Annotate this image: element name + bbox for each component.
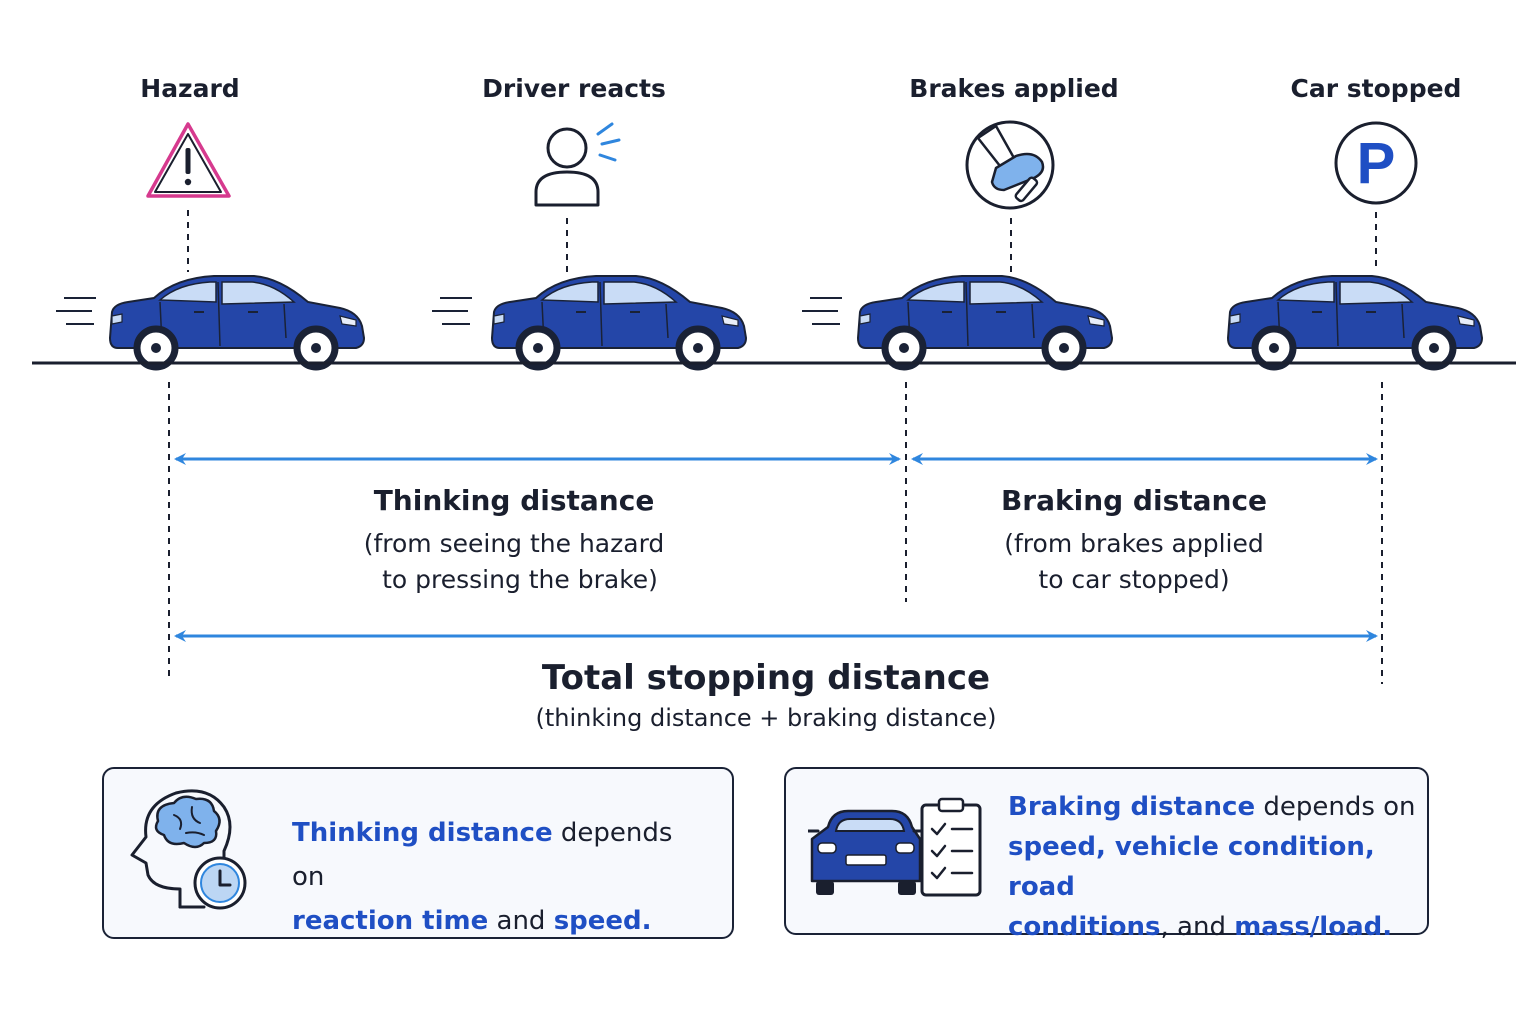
thinking-info-hl-thinking-distance: Thinking distance (292, 818, 553, 848)
braking-distance-title: Braking distance (1000, 484, 1268, 517)
icon-connectors (187, 210, 1377, 272)
stage-label-car-stopped: Car stopped (1290, 74, 1462, 103)
braking-info-box: Braking distance depends on speed, vehic… (784, 767, 1429, 942)
foot-on-pedal-icon (965, 120, 1055, 210)
braking-info-text: Braking distance depends on speed, vehic… (1008, 787, 1418, 947)
stage-label-driver-reacts: Driver reacts (482, 74, 666, 103)
thinking-info-hl-speed: speed. (553, 906, 652, 936)
braking-info-depends-on: depends on (1255, 792, 1416, 822)
head-brain-clock-icon (130, 789, 247, 910)
thinking-distance-title: Thinking distance (373, 484, 655, 517)
car-stopped (1228, 276, 1482, 367)
total-stopping-distance-title: Total stopping distance (541, 658, 991, 698)
stage-label-brakes-applied: Brakes applied (909, 74, 1119, 103)
thinking-info-box: Thinking distance depends on reaction ti… (102, 767, 734, 939)
thinking-info-hl-reaction-time: reaction time (292, 906, 489, 936)
braking-info-hl-speed-vehicle: speed, vehicle condition, (1008, 832, 1375, 862)
braking-info-and: , and (1160, 912, 1235, 942)
thinking-distance-sub-line2: to pressing the brake) (382, 565, 658, 594)
braking-info-hl-road-conditions: road conditions (1008, 872, 1161, 942)
total-stopping-distance-sub: (thinking distance + braking distance) (535, 704, 997, 732)
thinking-info-text: Thinking distance depends on reaction ti… (292, 811, 712, 943)
braking-info-hl-braking-distance: Braking distance (1008, 792, 1256, 822)
stage-label-hazard: Hazard (140, 74, 240, 103)
speed-lines (55, 297, 97, 325)
warning-triangle-icon (146, 122, 231, 198)
braking-info-hl-mass-load: mass/load. (1234, 912, 1393, 942)
speed-lines (431, 297, 473, 325)
braking-distance-sub-line1: (from brakes applied (1004, 529, 1264, 558)
thinking-info-and: and (488, 906, 554, 936)
parking-icon: P (1334, 121, 1418, 205)
car-brakes-applied (858, 276, 1112, 367)
parking-letter: P (1357, 131, 1396, 196)
car-driver-reacts (492, 276, 746, 367)
distance-markers (168, 382, 1383, 684)
thinking-distance-sub-line1: (from seeing the hazard (363, 529, 665, 558)
car-checklist-icon (808, 797, 982, 897)
car-hazard (110, 276, 364, 367)
thinking-info-depends-on: depends on (292, 818, 673, 892)
person-alert-icon (534, 122, 621, 207)
speed-lines (801, 297, 843, 325)
braking-distance-sub-line2: to car stopped) (1038, 565, 1230, 594)
